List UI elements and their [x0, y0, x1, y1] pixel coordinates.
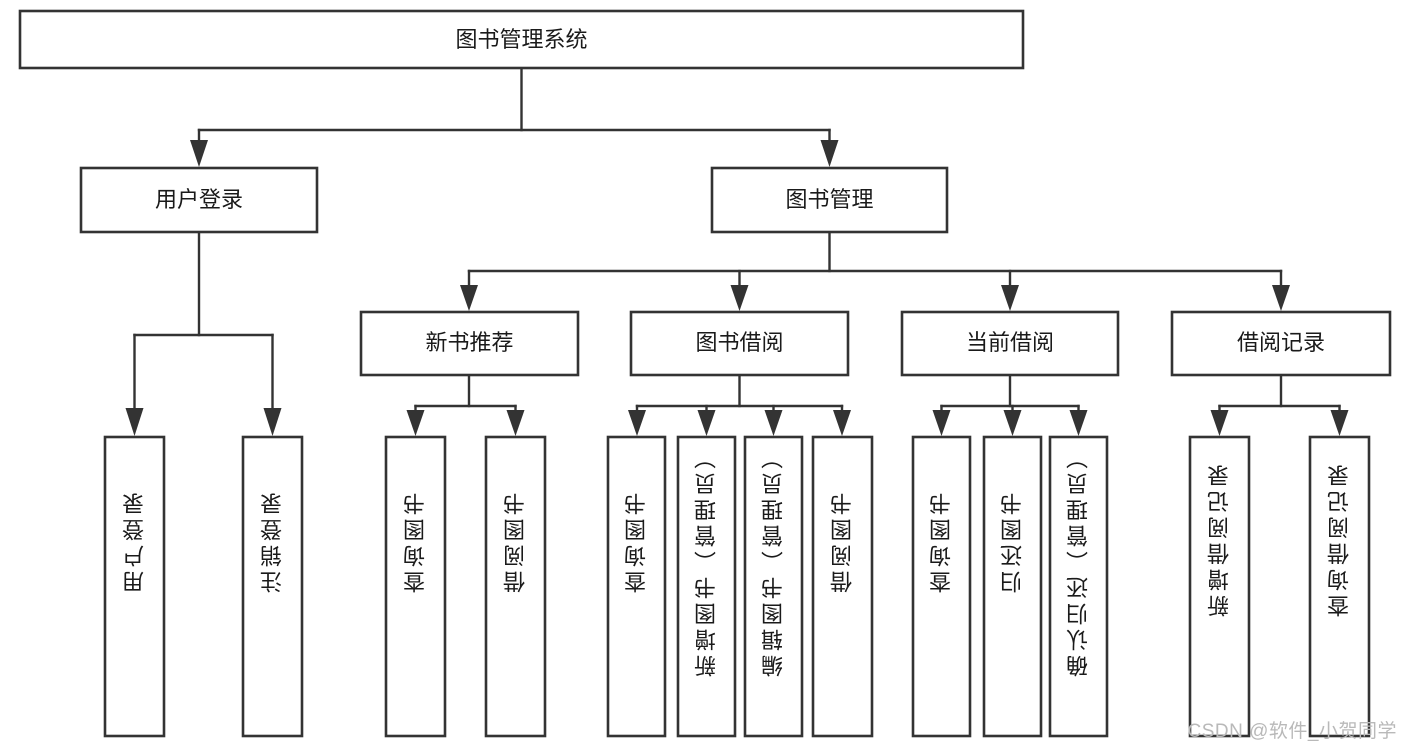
node-user-login[interactable]: 用户登录: [79, 166, 319, 234]
arrow-head-leaf-user-login: [125, 408, 144, 436]
node-book-borrow[interactable]: 图书借阅: [629, 310, 850, 377]
node-user-login-box[interactable]: [79, 166, 319, 234]
node-borrow-record-box[interactable]: [1170, 310, 1392, 377]
leaf-box-add-record[interactable]: [1188, 435, 1251, 738]
arrow-head-leaf-return-book: [1003, 410, 1022, 436]
leaf-box-layer: [103, 435, 1371, 738]
node-root-box[interactable]: [18, 9, 1025, 70]
node-book-management-box[interactable]: [710, 166, 949, 234]
node-borrow-record-label: 借阅记录: [1237, 330, 1325, 355]
arrow-head-leaf-borrow-book-1: [506, 410, 525, 436]
leaf-box-add-book[interactable]: [676, 435, 737, 738]
leaf-box-query-book-2[interactable]: [606, 435, 667, 738]
leaf-box-logout[interactable]: [241, 435, 304, 738]
arrow-head-current-borrow: [1001, 285, 1019, 311]
leaf-box-edit-book[interactable]: [743, 435, 804, 738]
node-new-book-recommend[interactable]: 新书推荐: [359, 310, 580, 377]
node-book-borrow-label: 图书借阅: [695, 330, 783, 355]
arrow-head-borrow-record: [1272, 285, 1290, 311]
leaf-box-user-login[interactable]: [103, 435, 166, 738]
leaf-box-query-book-3[interactable]: [911, 435, 972, 738]
watermark-text: CSDN @软件_小贺同学: [1187, 721, 1397, 742]
node-user-login-label: 用户登录: [155, 187, 243, 212]
node-new-book-recommend-box[interactable]: [359, 310, 580, 377]
arrow-head-leaf-borrow-book-2: [833, 410, 851, 436]
arrow-head-leaf-query-book-1: [406, 410, 425, 436]
leaf-box-borrow-book-1[interactable]: [484, 435, 547, 738]
node-borrow-record[interactable]: 借阅记录: [1170, 310, 1392, 377]
arrow-head-book-mgmt: [820, 140, 839, 167]
arrow-head-leaf-query-record: [1330, 410, 1349, 436]
node-book-management-label: 图书管理: [785, 187, 873, 212]
node-current-borrow-label: 当前借阅: [966, 330, 1054, 355]
arrow-head-leaf-add-book: [697, 410, 716, 436]
leaf-box-query-record[interactable]: [1308, 435, 1371, 738]
arrow-head-book-borrow: [730, 285, 749, 311]
leaf-box-query-book-1[interactable]: [384, 435, 447, 738]
node-book-management[interactable]: 图书管理: [710, 166, 949, 234]
node-current-borrow-box[interactable]: [900, 310, 1120, 377]
arrow-head-leaf-add-record: [1210, 410, 1229, 436]
node-root-label: 图书管理系统: [455, 27, 587, 52]
arrow-head-leaf-edit-book: [764, 410, 783, 436]
arrow-head-leaf-query-book-2: [628, 410, 646, 436]
arrow-head-leaf-logout: [263, 408, 282, 436]
leaf-box-confirm-return[interactable]: [1048, 435, 1109, 738]
arrow-head-user-login: [190, 140, 208, 167]
node-new-book-recommend-label: 新书推荐: [425, 330, 513, 355]
arrow-head-leaf-confirm-return: [1069, 410, 1088, 436]
connector-layer: [125, 66, 1349, 436]
arrow-head-leaf-query-book-3: [932, 410, 951, 436]
leaf-box-borrow-book-2[interactable]: [811, 435, 874, 738]
node-book-borrow-box[interactable]: [629, 310, 850, 377]
leaf-box-return-book[interactable]: [982, 435, 1043, 738]
node-root[interactable]: 图书管理系统: [18, 9, 1025, 70]
arrow-head-new-book-rec: [460, 285, 478, 311]
node-current-borrow[interactable]: 当前借阅: [900, 310, 1120, 377]
